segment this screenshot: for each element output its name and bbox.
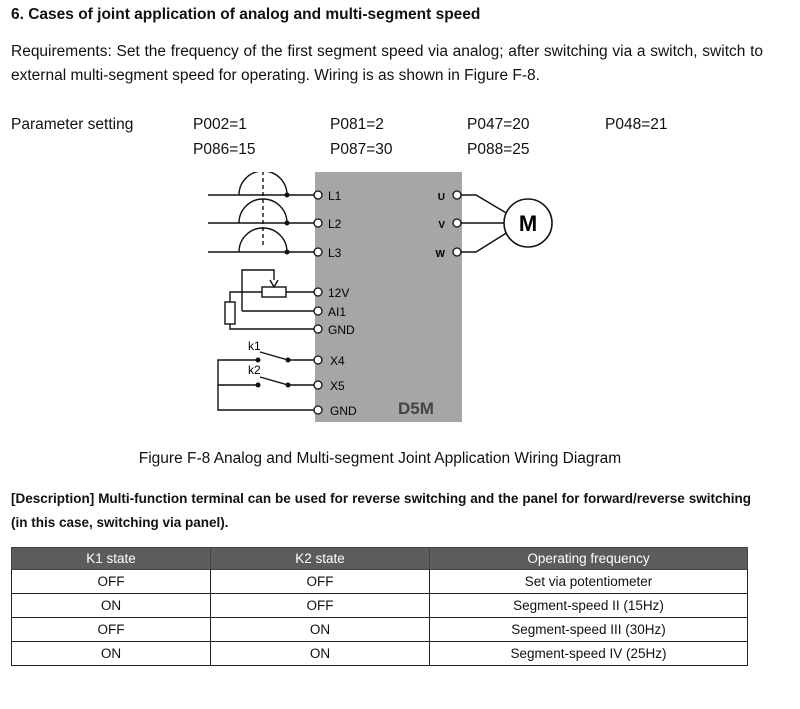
input-terminals [313, 190, 323, 257]
header-k2-state: K2 state [210, 547, 430, 570]
power-input-wiring [208, 172, 314, 253]
potentiometer [224, 269, 314, 330]
table-row: OFF ON Segment-speed III (30Hz) [11, 617, 748, 642]
terminal-label-l3: L3 [328, 246, 342, 260]
header-k1-state: K1 state [11, 547, 211, 570]
cell-k2: OFF [210, 593, 430, 618]
table-header-row: K1 state K2 state Operating frequency [11, 547, 748, 570]
switch-label-k2: k2 [248, 363, 261, 377]
input-breaker-contacts [284, 192, 290, 255]
wiring-diagram: L1 L2 L3 U V W M 12V AI1 GND X4 X5 GND [208, 172, 553, 422]
cell-frequency: Segment-speed II (15Hz) [429, 593, 748, 618]
analog-terminals [313, 287, 323, 334]
motor-symbol [503, 198, 553, 248]
inverter-body [315, 172, 462, 422]
terminal-label-x4: X4 [330, 354, 345, 368]
param-p088: P088=25 [467, 141, 530, 158]
parameter-setting-label: Parameter setting [11, 116, 134, 133]
switch-label-k1: k1 [248, 339, 261, 353]
motor-label: M [519, 211, 537, 236]
param-p047: P047=20 [467, 116, 530, 133]
cell-k2: ON [210, 641, 430, 666]
terminal-label-gnd-analog: GND [328, 323, 355, 337]
cell-k2: OFF [210, 569, 430, 594]
header-operating-frequency: Operating frequency [429, 547, 748, 570]
terminal-label-x5: X5 [330, 379, 345, 393]
terminal-label-l1: L1 [328, 189, 342, 203]
description-paragraph: [Description] Multi-function terminal ca… [11, 491, 751, 530]
param-p087: P087=30 [330, 141, 393, 158]
cell-k1: ON [11, 593, 211, 618]
switch-contacts [255, 357, 291, 388]
section-heading: 6. Cases of joint application of analog … [11, 6, 481, 23]
table-row: OFF OFF Set via potentiometer [11, 569, 748, 594]
cell-frequency: Segment-speed IV (25Hz) [429, 641, 748, 666]
terminal-label-u: U [438, 192, 445, 203]
cell-frequency: Segment-speed III (30Hz) [429, 617, 748, 642]
param-p048: P048=21 [605, 116, 668, 133]
table-row: ON OFF Segment-speed II (15Hz) [11, 593, 748, 618]
cell-k1: ON [11, 641, 211, 666]
cell-k1: OFF [11, 617, 211, 642]
terminal-label-12v: 12V [328, 286, 349, 300]
inverter-model-label: D5M [398, 399, 434, 418]
digital-terminals [313, 355, 323, 415]
terminal-label-w: W [436, 249, 446, 260]
switch-state-table: K1 state K2 state Operating frequency OF… [11, 547, 748, 666]
param-p086: P086=15 [193, 141, 256, 158]
terminal-label-v: V [438, 220, 445, 231]
param-p002: P002=1 [193, 116, 247, 133]
cell-frequency: Set via potentiometer [429, 569, 748, 594]
param-p081: P081=2 [330, 116, 384, 133]
terminal-label-gnd-digital: GND [330, 404, 357, 418]
figure-caption: Figure F-8 Analog and Multi-segment Join… [138, 450, 622, 467]
cell-k2: ON [210, 617, 430, 642]
motor-wiring [461, 194, 509, 253]
cell-k1: OFF [11, 569, 211, 594]
terminal-label-l2: L2 [328, 217, 342, 231]
switch-wiring [217, 351, 314, 411]
table-row: ON ON Segment-speed IV (25Hz) [11, 641, 748, 666]
terminal-label-ai1: AI1 [328, 305, 346, 319]
requirements-paragraph: Requirements: Set the frequency of the f… [11, 43, 763, 84]
